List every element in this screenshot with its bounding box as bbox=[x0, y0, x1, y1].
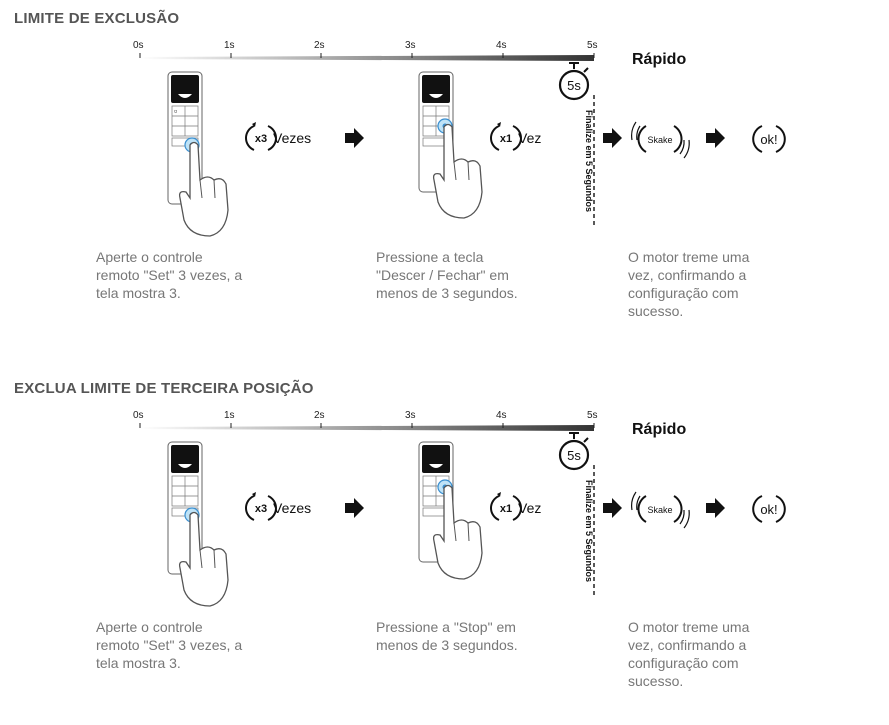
stopwatch-label: 5s bbox=[567, 448, 581, 463]
timeline-tick-label: 0s bbox=[133, 40, 144, 51]
timeline-diagram: 5s x3 Vezes bbox=[139, 423, 786, 607]
timeline-tick-label: 4s bbox=[496, 40, 507, 51]
hand-icon bbox=[178, 141, 229, 237]
section-title: LIMITE DE EXCLUSÃO bbox=[14, 10, 180, 27]
section-title: EXCLUA LIMITE DE TERCEIRA POSIÇÃO bbox=[14, 380, 314, 397]
ok-icon: ok! bbox=[752, 125, 786, 153]
section-exclusion-limit: LIMITE DE EXCLUSÃO 5s bbox=[0, 0, 889, 355]
arrow-right-icon bbox=[706, 128, 725, 148]
arrow-right-icon bbox=[345, 498, 364, 518]
timeline-tick-label: 5s bbox=[587, 40, 598, 51]
arrow-right-icon bbox=[345, 128, 364, 148]
shake-icon: Skake bbox=[631, 491, 690, 529]
hand-icon bbox=[432, 484, 483, 580]
repeat-count-badge: x3 Vezes bbox=[245, 122, 311, 151]
repeat-word: Vez bbox=[518, 130, 541, 146]
hand-icon bbox=[178, 511, 229, 607]
repeat-word: Vezes bbox=[273, 500, 311, 516]
repeat-count-badge: x1 Vez bbox=[490, 492, 541, 521]
speed-label: Rápido bbox=[632, 421, 687, 438]
shake-icon: Skake bbox=[631, 121, 690, 159]
section-third-position-limit: EXCLUA LIMITE DE TERCEIRA POSIÇÃO 5s bbox=[0, 370, 889, 725]
stopwatch-icon: 5s bbox=[558, 432, 590, 471]
stopwatch-icon: 5s bbox=[558, 62, 590, 101]
timeline-tick-label: 0s bbox=[133, 410, 144, 421]
timeline-diagram: 5s ▫ x3 bbox=[139, 53, 786, 237]
shake-label: Skake bbox=[647, 505, 672, 515]
repeat-count-badge: x1 Vez bbox=[490, 122, 541, 151]
finish-note: Finalize em 5 Segundos bbox=[584, 110, 594, 213]
repeat-count: x1 bbox=[500, 133, 512, 145]
repeat-word: Vezes bbox=[273, 130, 311, 146]
hand-icon bbox=[432, 123, 483, 219]
ok-icon: ok! bbox=[752, 495, 786, 523]
timeline-tick-label: 3s bbox=[405, 40, 416, 51]
repeat-count: x1 bbox=[500, 503, 512, 515]
timeline-bar bbox=[140, 55, 594, 61]
ok-label: ok! bbox=[760, 502, 777, 517]
timeline-tick-label: 2s bbox=[314, 40, 325, 51]
repeat-count: x3 bbox=[255, 503, 267, 515]
arrow-right-icon bbox=[706, 498, 725, 518]
ok-label: ok! bbox=[760, 132, 777, 147]
timeline-tick-marks bbox=[139, 53, 595, 58]
repeat-count: x3 bbox=[255, 133, 267, 145]
svg-text:▫: ▫ bbox=[174, 106, 177, 116]
timeline-tick-label: 1s bbox=[224, 410, 235, 421]
timeline-tick-marks bbox=[139, 423, 595, 428]
speed-label: Rápido bbox=[632, 51, 687, 68]
shake-label: Skake bbox=[647, 135, 672, 145]
repeat-count-badge: x3 Vezes bbox=[245, 492, 311, 521]
repeat-word: Vez bbox=[518, 500, 541, 516]
timeline-tick-label: 5s bbox=[587, 410, 598, 421]
timeline-tick-label: 3s bbox=[405, 410, 416, 421]
timeline-tick-label: 1s bbox=[224, 40, 235, 51]
timeline-tick-label: 4s bbox=[496, 410, 507, 421]
finish-note: Finalize em 5 Segundos bbox=[584, 480, 594, 583]
arrow-right-icon bbox=[603, 128, 622, 148]
timeline-tick-label: 2s bbox=[314, 410, 325, 421]
arrow-right-icon bbox=[603, 498, 622, 518]
timeline-bar bbox=[140, 425, 594, 431]
stopwatch-label: 5s bbox=[567, 78, 581, 93]
